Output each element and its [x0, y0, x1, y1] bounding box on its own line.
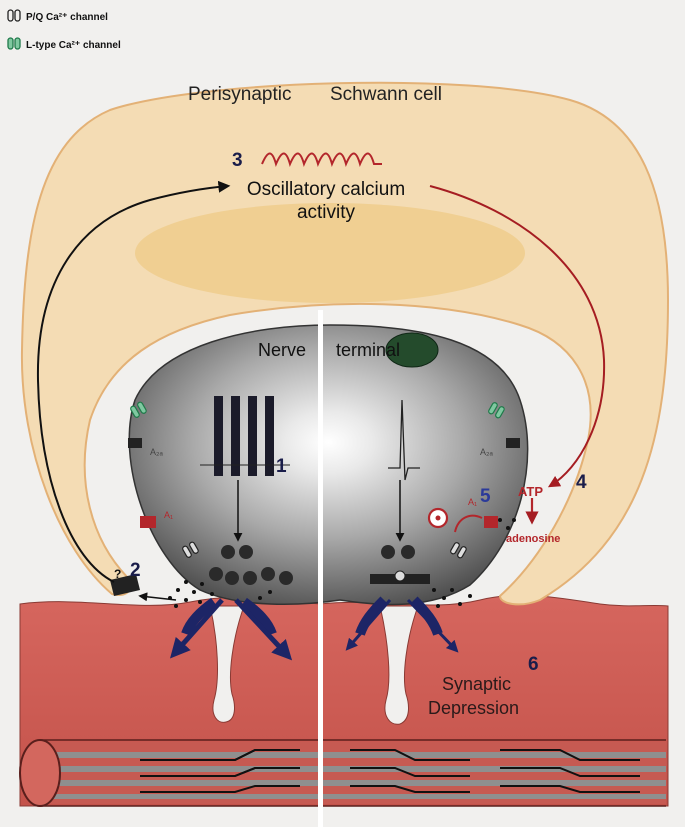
legend-l-type-label: L-type Ca²⁺ channel [26, 40, 121, 51]
atp-label: ATP [518, 484, 543, 499]
muscle-fiber [20, 595, 668, 806]
a1-right-label: A₁ [468, 497, 477, 507]
l-type-channel-icon [8, 38, 20, 49]
oscillatory-label-line1: Oscillatory calcium [247, 179, 405, 200]
pq-channel-icon [8, 10, 20, 21]
a2a-receptor-left-icon [128, 438, 142, 448]
question-mark-label: ? [114, 567, 121, 581]
step-4-label: 4 [576, 472, 587, 493]
a2a-left-label: A₂ₐ [150, 447, 163, 457]
schwann-label-left: Perisynaptic [188, 84, 292, 105]
a2a-right-label: A₂ₐ [480, 447, 493, 457]
schwann-label-right: Schwann cell [330, 84, 442, 105]
step-6-label: 6 [528, 654, 539, 675]
adenosine-label: adenosine [506, 533, 560, 545]
legend-pq-label: P/Q Ca²⁺ channel [26, 12, 108, 23]
center-divider [318, 310, 323, 827]
nerve-label-left: Nerve [258, 340, 306, 360]
legend: P/Q Ca²⁺ channel L-type Ca²⁺ channel [8, 10, 121, 51]
a1-receptor-left-icon [140, 516, 156, 528]
synaptic-label: Synaptic [442, 674, 511, 694]
step-5-label: 5 [480, 486, 491, 507]
a1-receptor-right-icon [484, 516, 498, 528]
step-2-label: 2 [130, 560, 141, 581]
nerve-terminal [129, 325, 527, 605]
a2a-receptor-right-icon [506, 438, 520, 448]
a1-left-label: A₁ [164, 510, 173, 520]
nerve-label-right: terminal [336, 340, 400, 360]
oscillatory-label-line2: activity [297, 202, 356, 223]
depression-label: Depression [428, 698, 519, 718]
step-3-label: 3 [232, 150, 243, 171]
step-1-label: 1 [276, 456, 287, 477]
